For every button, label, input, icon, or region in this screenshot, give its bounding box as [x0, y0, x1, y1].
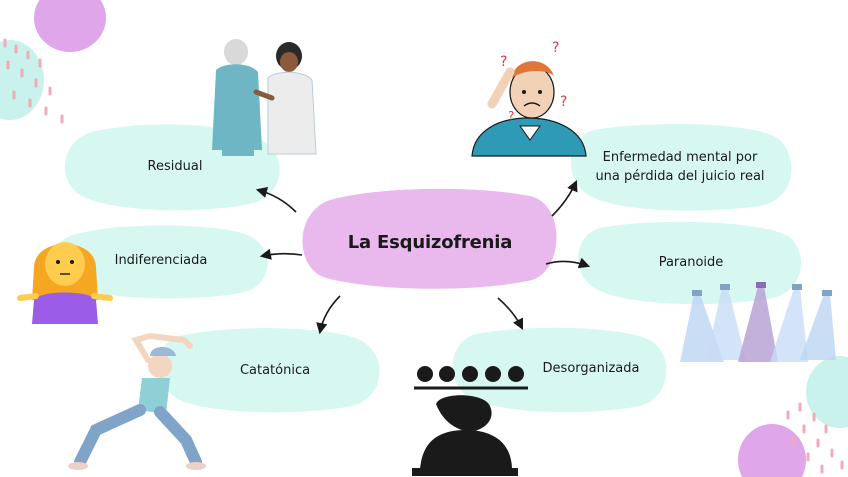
arrow-to-indiferenciada [259, 248, 303, 260]
arrow-to-desorganizada [497, 297, 524, 331]
arrow-to-catatonica [316, 295, 341, 335]
node-paranoide-label: Paranoide [658, 254, 724, 270]
node-paranoide: Paranoide [616, 248, 766, 278]
node-shape-catatonica [157, 328, 380, 413]
node-residual: Residual [100, 152, 250, 182]
mood-faces-person-icon [412, 366, 528, 476]
node-definicion-line-1: Enfermedad mental por [602, 150, 758, 166]
elderly-with-doctor-icon [212, 39, 317, 156]
mint-blob-bottomright [806, 356, 848, 428]
node-residual-label: Residual [147, 158, 203, 174]
node-shape-desorganizada [452, 327, 667, 413]
spotlights-icon [680, 282, 836, 362]
node-definicion: Enfermedad mental por una pérdida del ju… [580, 146, 780, 190]
node-catatonica-label: Catatónica [239, 362, 311, 378]
pink-blob-topleft [34, 0, 106, 52]
node-catatonica: Catatónica [200, 356, 350, 386]
arrows [255, 179, 591, 335]
arrow-to-residual [255, 186, 297, 213]
arrow-to-paranoide [545, 257, 591, 269]
pink-dashes-topleft [3, 38, 64, 124]
shrugging-woman-icon [17, 242, 113, 324]
node-shape-definicion [570, 124, 792, 211]
node-shape-indiferenciada [54, 225, 268, 299]
node-indiferenciada-label: Indiferenciada [114, 252, 208, 268]
node-indiferenciada: Indiferenciada [86, 246, 236, 276]
node-definicion-line-2: una pérdida del juicio real [595, 169, 765, 184]
mint-blob-topleft [0, 40, 44, 120]
center-shape [302, 188, 557, 289]
svg-text:?: ? [500, 54, 507, 70]
confused-man-icon: ? ? ? ? [471, 40, 587, 157]
pink-blob-bottomright [738, 424, 806, 477]
arrow-to-definicion [551, 179, 578, 217]
pink-dashes-bottomright [786, 402, 844, 474]
center-node-label: La Esquizofrenia [347, 231, 513, 253]
svg-text:?: ? [560, 94, 567, 110]
node-shape-paranoide [577, 221, 802, 305]
svg-text:?: ? [508, 109, 514, 123]
svg-text:?: ? [552, 40, 559, 56]
node-desorganizada-label: Desorganizada [542, 360, 640, 376]
node-desorganizada: Desorganizada [516, 354, 666, 384]
stretching-man-icon [68, 332, 206, 470]
